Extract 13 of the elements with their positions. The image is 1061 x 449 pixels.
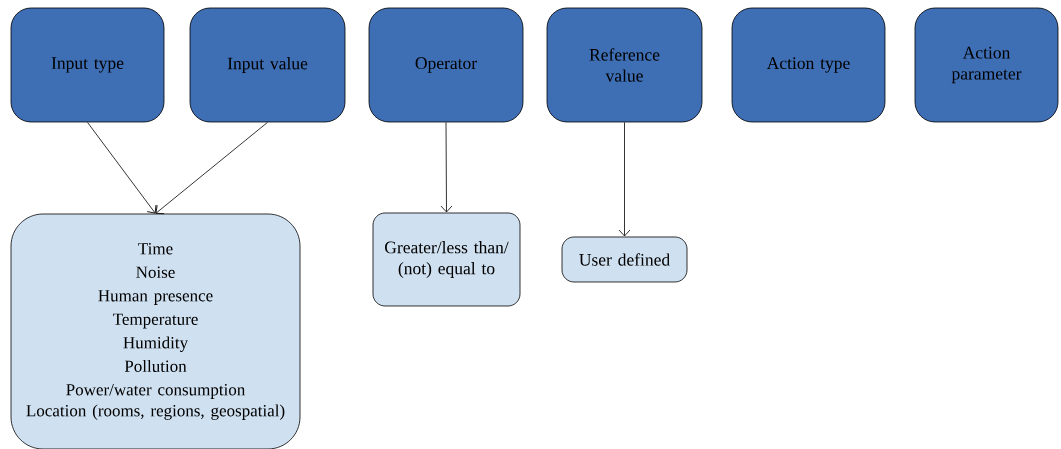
arrow (440, 122, 453, 213)
arrow (155, 122, 268, 215)
process-box: Input type (10, 7, 165, 123)
list-box: Time Noise Human presence Temperature Humidity Pollution Power/water consumption Location (rooms, regions, geospatial) (10, 213, 301, 449)
arrow (618, 122, 631, 237)
process-box: Input value (189, 7, 346, 123)
process-box: Operator (368, 7, 524, 123)
value-box: User defined (561, 236, 688, 283)
process-box: Action type (731, 7, 886, 123)
arrow (87, 122, 157, 214)
process-box: Reference value (546, 7, 703, 123)
value-box: Greater/less than/ (not) equal to (372, 212, 521, 307)
process-box: Action parameter (914, 7, 1059, 123)
